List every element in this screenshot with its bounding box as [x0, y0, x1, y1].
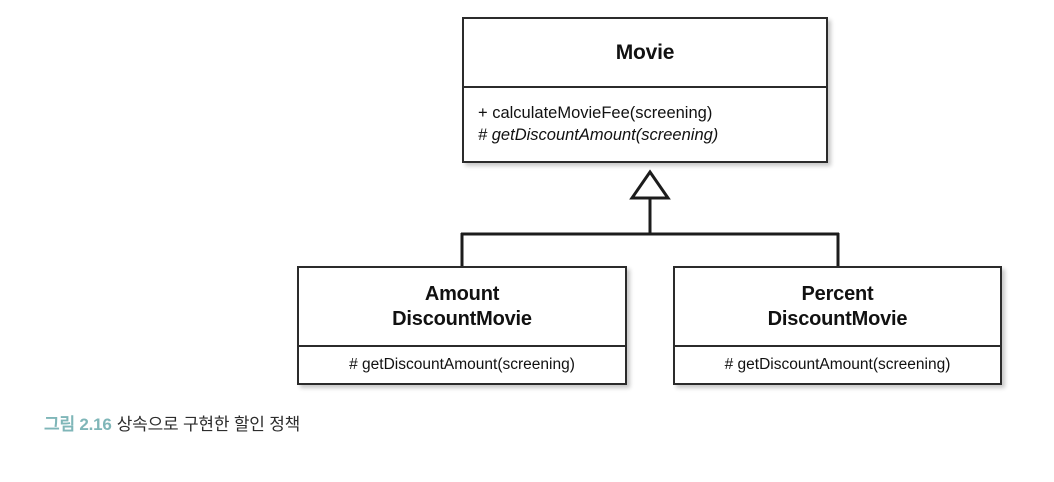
operation-get-discount-amount-abstract: # getDiscountAmount(screening) — [478, 125, 719, 144]
operation-calculate-movie-fee: + calculateMovieFee(screening) — [478, 104, 713, 123]
figure-caption-label: 그림 2.16 — [44, 415, 112, 434]
class-name-movie: Movie — [615, 40, 675, 64]
class-name-line-2: DiscountMovie — [767, 307, 908, 330]
operation-get-discount-amount: # getDiscountAmount(screening) — [724, 356, 951, 374]
class-box-percent-discount-movie: Percent DiscountMovie # getDiscountAmoun… — [673, 266, 1002, 385]
class-compartment-divider — [299, 345, 625, 347]
figure-caption-text: 상속으로 구현한 할인 정책 — [116, 415, 301, 434]
operations-compartment-percent-discount-movie: # getDiscountAmount(screening) — [675, 347, 1000, 383]
class-name-line-1: Amount — [424, 283, 500, 306]
class-compartment-divider — [464, 86, 826, 88]
inheritance-triangle-arrowhead — [629, 169, 671, 200]
class-name-line-1: Percent — [801, 283, 874, 306]
class-compartment-divider — [675, 345, 1000, 347]
class-box-amount-discount-movie: Amount DiscountMovie # getDiscountAmount… — [297, 266, 627, 385]
class-name-line-2: DiscountMovie — [392, 307, 532, 330]
class-name-percent-discount-movie: Percent DiscountMovie — [675, 268, 1000, 345]
class-name-amount-discount-movie: Amount DiscountMovie — [299, 268, 625, 345]
operation-get-discount-amount: # getDiscountAmount(screening) — [349, 356, 575, 374]
operations-compartment-movie: + calculateMovieFee(screening) # getDisc… — [464, 88, 826, 161]
operations-compartment-amount-discount-movie: # getDiscountAmount(screening) — [299, 347, 625, 383]
class-box-movie: Movie + calculateMovieFee(screening) # g… — [462, 17, 828, 163]
